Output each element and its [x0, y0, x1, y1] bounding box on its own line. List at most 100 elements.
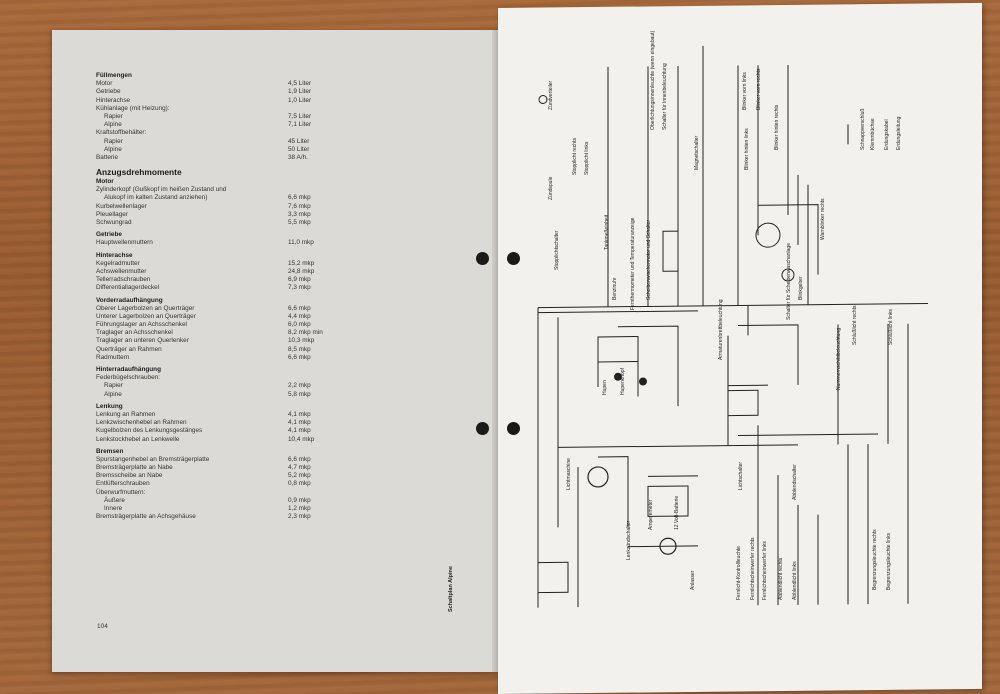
- spec-row: Tellerradschrauben 6,9 mkp: [96, 276, 476, 284]
- spec-label: Hauptwellenmuttern: [96, 239, 153, 247]
- spec-value: 3,3 mkp: [288, 210, 311, 218]
- diagram-label: Armaturenbrettbeleuchtung: [718, 299, 724, 360]
- diagram-label: Blinker vorn rechts: [756, 68, 762, 110]
- spec-label: Tellerradschrauben: [96, 276, 151, 284]
- spec-value: 50 Liter: [288, 145, 310, 153]
- section-heading: Hinterradaufhängung: [96, 366, 476, 374]
- diagram-label: Stopplicht links: [584, 141, 590, 175]
- spec-label: Entlüfterschrauben: [96, 480, 150, 488]
- diagram-label: Stopplichtschalter: [554, 230, 560, 270]
- spec-label: Hinterradaufhängung: [96, 366, 161, 373]
- spec-label: Innere: [104, 505, 123, 512]
- spec-value: 10,3 mkp: [288, 337, 315, 345]
- spec-value: 8,5 mkp: [288, 345, 311, 353]
- punch-hole-lower-right: [507, 422, 520, 435]
- diagram-label: Fernlicht-Kontrollleuchte: [736, 546, 742, 600]
- diagram-label: Schalter für Scheibenwaschanlage: [786, 243, 792, 320]
- section-heading: Füllmengen: [96, 72, 476, 80]
- spec-value: 7,1 Liter: [288, 121, 312, 129]
- diagram-label: Benzinuhr: [612, 277, 618, 300]
- spec-label: Pleuellager: [96, 210, 128, 218]
- spec-label: Führungslager an Achsschenkel: [96, 321, 187, 329]
- diagram-label: Blinker hinten links: [744, 128, 750, 170]
- diagram-label: Schlußlicht rechts: [852, 305, 858, 345]
- spec-label: Kurbelwellenlager: [96, 202, 147, 210]
- spec-label: Traglager an Achsschenkel: [96, 329, 173, 337]
- diagram-label: Zündverteiler: [548, 80, 554, 110]
- spec-label: Alukopf im kalten Zustand anziehen): [104, 194, 208, 202]
- spec-value: 6,9 mkp: [288, 276, 311, 284]
- spec-label: Schwungrad: [96, 219, 132, 226]
- spec-row: Spurstangenhebel an Bremsträgerplatte 6,6…: [96, 456, 476, 464]
- spec-label: Batterie: [96, 153, 119, 161]
- diagram-label: Abblendlicht rechts: [778, 557, 784, 600]
- spec-label: Getriebe: [96, 88, 121, 96]
- spec-row: Kraftstoffbehälter:: [96, 129, 476, 137]
- spec-label: Differentiallagerdeckel: [96, 284, 160, 292]
- spec-value: 45 Liter: [288, 137, 310, 145]
- diagram-label: Fernlichtscheinwerfer rechts: [750, 537, 756, 600]
- spec-label: Radmuttern: [96, 353, 130, 361]
- diagram-label: Erdungsleitung: [896, 116, 902, 150]
- spec-label: Lenkstockhebel an Lenkwelle: [96, 435, 180, 443]
- diagram-label: Nummernschildbeleuchtung: [836, 328, 842, 390]
- spec-label: Unterer Lagerbolzen an Querträger: [96, 312, 196, 320]
- section-heading: Hinterachse: [96, 252, 476, 260]
- spec-value: 1,0 Liter: [288, 96, 312, 104]
- spec-label: Hinterachse: [96, 251, 133, 259]
- diagram-label: Blinker vorn links: [742, 72, 748, 110]
- punch-hole-lower: [476, 422, 489, 435]
- spec-label: Getriebe: [96, 231, 122, 239]
- spec-value: 15,2 mkp: [288, 259, 315, 267]
- main-heading: Anzugsdrehmomente: [96, 166, 476, 178]
- spec-label: Kugelbolzen des Lenkungsgestänges: [96, 427, 203, 435]
- diagram-label: Warnblinker rechts: [820, 198, 826, 241]
- diagram-label: Hupenknopf: [620, 368, 626, 395]
- spec-value: 38 A/h.: [288, 153, 308, 161]
- spec-label: Bremsscheibe an Nabe: [96, 472, 163, 480]
- spec-label: Motor: [96, 178, 114, 186]
- diagram-label: Anlasser: [690, 570, 696, 590]
- spec-label: Traglager an unteren Querlenker: [96, 337, 189, 345]
- spec-label: Überwurfmuttern:: [96, 488, 146, 496]
- diagram-label: Lichtschalter: [738, 461, 744, 490]
- spec-label: Vorderradaufhängung: [96, 296, 163, 304]
- spec-label: Alpine: [104, 121, 122, 129]
- section-heading: Getriebe: [96, 231, 476, 239]
- spec-value: 6,6 mkp: [288, 455, 311, 463]
- diagram-label: Lichtmaschine: [566, 458, 572, 490]
- spec-label: Kraftstoffbehälter:: [96, 129, 147, 137]
- section-heading: Vorderradaufhängung: [96, 297, 476, 305]
- spec-label: Spurstangenhebel an Bremsträgerplatte: [96, 455, 210, 463]
- spec-value: 7,6 mkp: [288, 202, 311, 210]
- diagram-label: 12 Volt-Batterie: [674, 495, 680, 530]
- spec-value: 2,3 mkp: [288, 513, 311, 521]
- spec-row: Überwurfmuttern:: [96, 489, 476, 497]
- diagram-label: Schlußlicht links: [888, 309, 894, 345]
- punch-hole-upper: [476, 252, 489, 265]
- page-number: 104: [97, 623, 108, 630]
- diagram-label: Schalter für Innenbeleuchtung: [662, 63, 668, 130]
- spec-row: Pleuellager 3,3 mkp: [96, 211, 476, 219]
- diagram-label: Zündspule: [548, 176, 554, 200]
- spec-value: 24,8 mkp: [288, 267, 315, 275]
- spec-row: Batterie 38 A/h.: [96, 154, 476, 162]
- punch-hole-upper-right: [507, 252, 520, 265]
- spec-value: 7,5 Liter: [288, 112, 312, 120]
- diagram-label: Tankmeßeinheit: [604, 214, 610, 250]
